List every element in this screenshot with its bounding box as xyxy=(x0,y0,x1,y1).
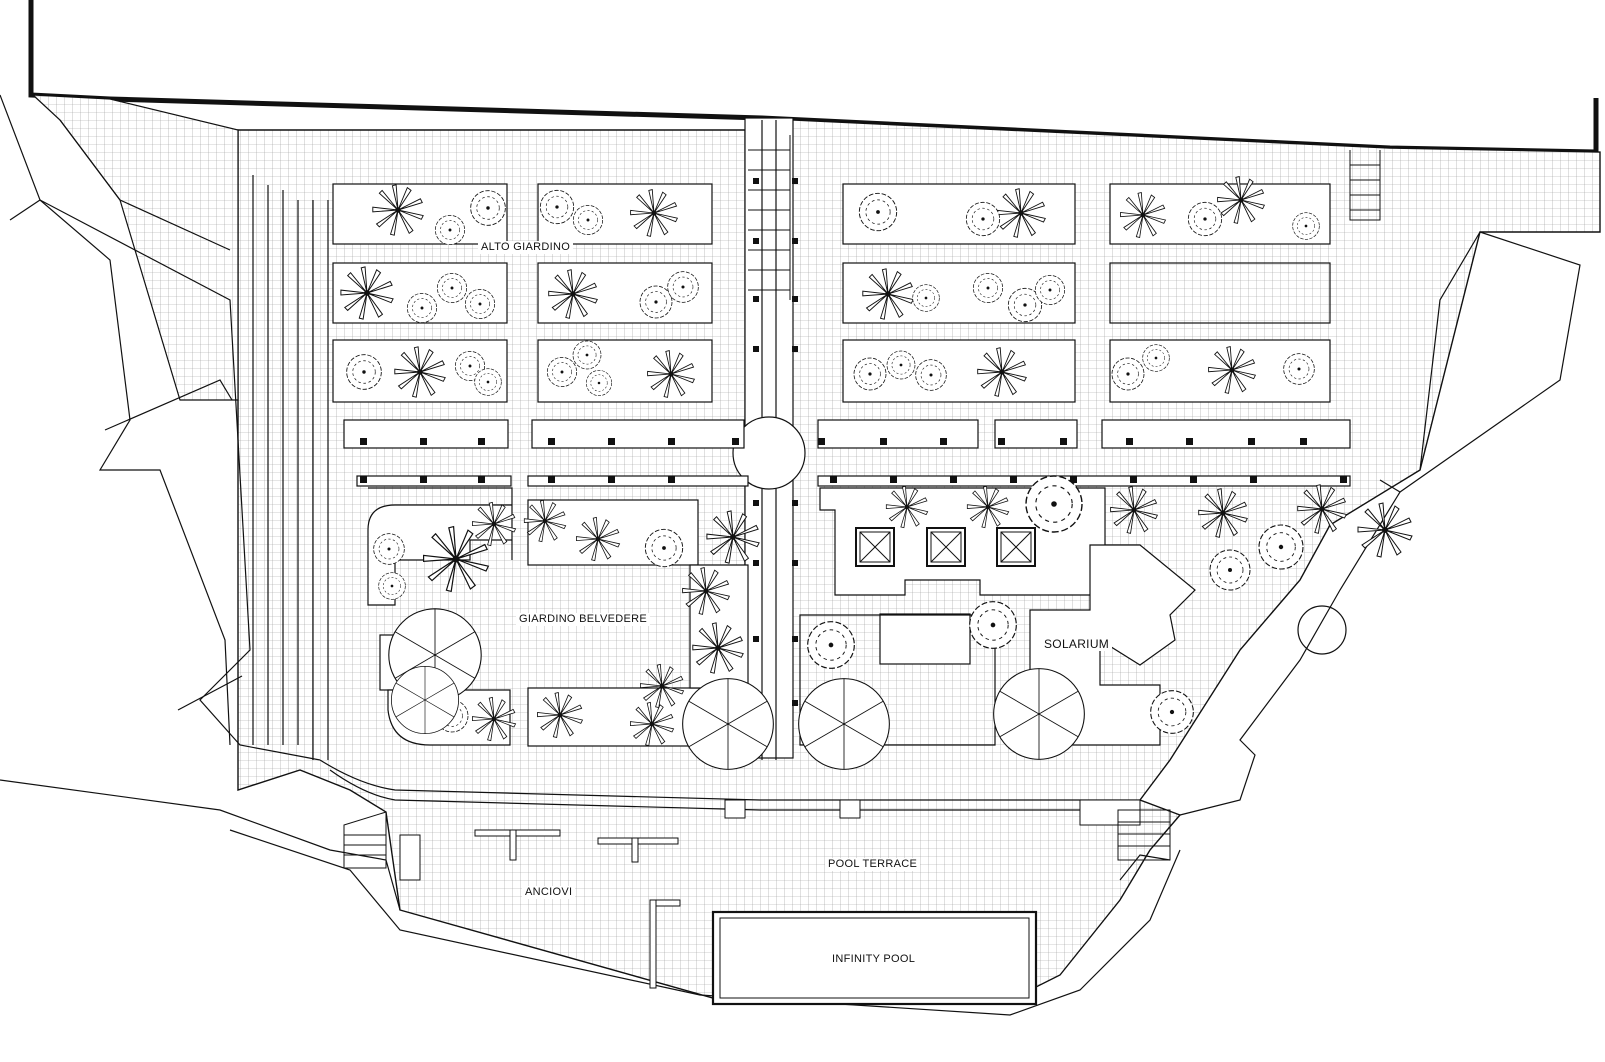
round-tree-icon xyxy=(1111,357,1145,391)
skylight-icon xyxy=(926,527,966,567)
round-tree-icon xyxy=(1150,690,1194,734)
round-tree-icon xyxy=(1283,353,1315,385)
round-tree-icon xyxy=(474,368,502,396)
round-tree-icon xyxy=(972,272,1004,304)
round-tree-icon xyxy=(373,533,405,565)
round-tree-icon xyxy=(470,190,506,226)
label-infinity-pool: INFINITY POOL xyxy=(829,953,919,966)
round-tree-icon xyxy=(1025,475,1083,533)
round-tree-icon xyxy=(464,288,496,320)
round-tree-icon xyxy=(644,528,684,568)
round-tree-icon xyxy=(912,284,940,312)
round-tree-icon xyxy=(572,204,604,236)
label-giardino-belvedere: GIARDINO BELVEDERE xyxy=(516,613,651,626)
stair-icon xyxy=(343,135,1381,869)
round-tree-icon xyxy=(639,285,673,319)
skylight-icon xyxy=(855,527,895,567)
round-tree-icon xyxy=(965,201,1001,237)
round-tree-icon xyxy=(346,354,382,390)
umbrella-icon xyxy=(390,666,460,734)
skylight-icon xyxy=(996,527,1036,567)
umbrella-icon xyxy=(798,678,890,770)
round-tree-icon xyxy=(1142,344,1170,372)
round-tree-icon xyxy=(853,357,887,391)
round-tree-icon xyxy=(969,601,1017,649)
palm-tree-icon xyxy=(1357,502,1413,558)
round-tree-icon xyxy=(378,572,406,600)
left-terrace xyxy=(31,94,239,401)
round-tree-icon xyxy=(1034,274,1066,306)
round-tree-icon xyxy=(1209,549,1251,591)
round-tree-icon xyxy=(406,292,438,324)
round-tree-icon xyxy=(807,621,855,669)
round-tree-icon xyxy=(858,192,898,232)
round-tree-icon xyxy=(1187,201,1223,237)
round-tree-icon xyxy=(886,350,916,380)
round-tree-icon xyxy=(434,214,466,246)
label-alto-giardino: ALTO GIARDINO xyxy=(478,241,574,254)
round-tree-icon xyxy=(1258,524,1304,570)
umbrella-icon xyxy=(682,678,774,770)
round-tree-icon xyxy=(546,356,578,388)
round-tree-icon xyxy=(572,340,602,370)
round-tree-icon xyxy=(667,271,699,303)
round-tree-icon xyxy=(1292,212,1320,240)
round-tree-icon xyxy=(915,359,947,391)
round-tree-icon xyxy=(539,189,575,225)
label-solarium: SOLARIUM xyxy=(1041,638,1113,651)
round-tree-icon xyxy=(436,272,468,304)
label-pool-terrace: POOL TERRACE xyxy=(825,858,921,871)
round-tree-icon xyxy=(586,370,612,396)
label-anciovi: ANCIOVI xyxy=(522,886,576,899)
umbrella-icon xyxy=(993,668,1085,760)
